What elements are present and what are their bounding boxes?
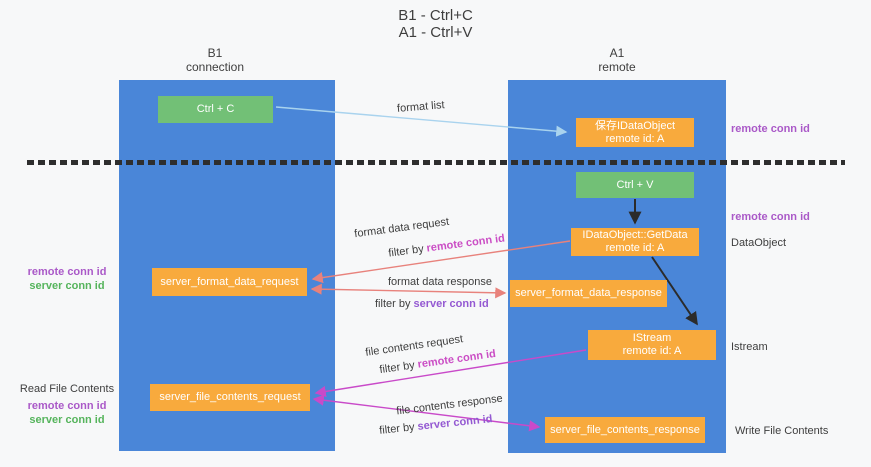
arrow-format-data-request xyxy=(311,240,571,284)
save-dataobject-line2: remote id: A xyxy=(605,132,665,145)
left-column-header: B1 connection xyxy=(145,46,285,74)
read-file-contents-label: Read File Contents xyxy=(19,383,115,395)
left-file-labels: Read File Contents remote conn id server… xyxy=(14,382,120,427)
right-column-name: A1 xyxy=(609,46,625,60)
left-format-server-conn-id: server conn id xyxy=(29,280,105,292)
ctrl-v-box: Ctrl + V xyxy=(576,172,694,198)
left-format-remote-conn-id: remote conn id xyxy=(27,266,107,278)
format-data-response-label: format data response xyxy=(388,276,492,288)
arrow-file-contents-response xyxy=(312,394,541,432)
server-format-data-response-box: server_format_data_response xyxy=(510,280,667,307)
ctrl-c-box: Ctrl + C xyxy=(158,96,273,123)
server-conn-id-highlight: server conn id xyxy=(413,298,489,310)
arrow-format-list xyxy=(275,106,568,137)
left-file-remote-conn-id: remote conn id xyxy=(27,400,107,412)
left-column-name: B1 xyxy=(207,46,223,60)
write-file-contents-label: Write File Contents xyxy=(735,425,829,437)
server-file-contents-response-box: server_file_contents_response xyxy=(545,417,705,443)
server-format-data-request-box: server_format_data_request xyxy=(152,268,307,296)
istream-box: IStream remote id: A xyxy=(588,330,716,360)
server-file-contents-response-label: server_file_contents_response xyxy=(550,423,700,436)
arrow-getdata-to-istream xyxy=(651,256,698,326)
arrow-format-data-response xyxy=(310,283,507,299)
right-column-header: A1 remote xyxy=(547,46,687,74)
right-remote-conn-id-top: remote conn id xyxy=(731,123,810,135)
right-remote-conn-id-mid: remote conn id xyxy=(731,211,810,223)
left-column-role: connection xyxy=(185,60,245,74)
diagram-title: B1 - Ctrl+C A1 - Ctrl+V xyxy=(0,7,871,41)
title-line-2: A1 - Ctrl+V xyxy=(398,24,473,41)
istream-side-label: Istream xyxy=(731,341,768,353)
title-line-1: B1 - Ctrl+C xyxy=(398,7,473,24)
getdata-line2: remote id: A xyxy=(605,242,665,254)
save-dataobject-line1: 保存IDataObject xyxy=(594,119,676,132)
ctrl-v-label: Ctrl + V xyxy=(616,178,654,191)
istream-line2: remote id: A xyxy=(622,345,682,357)
right-column-role: remote xyxy=(598,60,636,74)
getdata-box: IDataObject::GetData remote id: A xyxy=(571,228,699,256)
istream-line1: IStream xyxy=(632,332,672,344)
ctrl-c-label: Ctrl + C xyxy=(196,103,235,115)
getdata-line1: IDataObject::GetData xyxy=(582,229,688,241)
server-format-data-response-label: server_format_data_response xyxy=(515,287,662,299)
phase-separator-dashed-line xyxy=(27,160,845,165)
dataobject-label: DataObject xyxy=(731,237,787,249)
save-dataobject-box: 保存IDataObject remote id: A xyxy=(576,118,694,147)
server-file-contents-request-box: server_file_contents_request xyxy=(150,384,310,411)
left-format-conn-ids: remote conn id server conn id xyxy=(18,265,116,293)
filter-by-text: filter by xyxy=(375,298,411,310)
server-format-data-request-label: server_format_data_request xyxy=(160,275,299,288)
server-file-contents-request-label: server_file_contents_request xyxy=(159,391,301,403)
arrow-file-contents-request xyxy=(314,349,587,397)
left-file-server-conn-id: server conn id xyxy=(29,414,105,426)
